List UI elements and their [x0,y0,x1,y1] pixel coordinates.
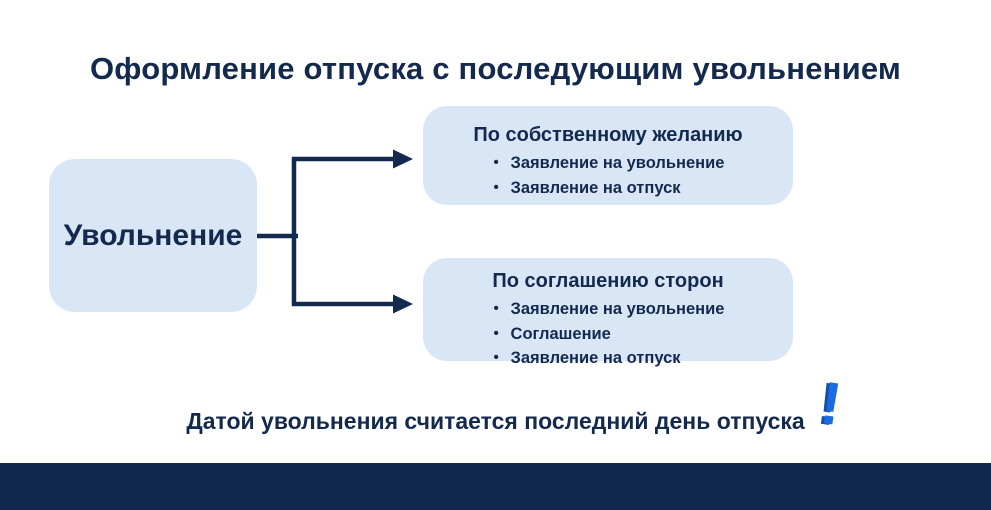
exclamation-icon: ! [816,368,846,439]
bullet-list: Заявление на увольнение Соглашение Заявл… [492,297,725,371]
bullet-list: Заявление на увольнение Заявление на отп… [492,151,725,200]
footer-note-text: Датой увольнения считается последний ден… [186,408,805,434]
footer-bar [0,463,991,510]
bullet-item: Заявление на отпуск [492,346,725,371]
bullet-item: Заявление на увольнение [492,297,725,322]
root-node-label: Увольнение [63,218,243,252]
branch-header: По собственному желанию [473,124,743,146]
page-title: Оформление отпуска с последующим увольне… [89,51,902,86]
footer-note: Датой увольнения считается последний ден… [0,369,991,438]
connector-branch-lines [291,156,396,307]
bullet-item: Соглашение [492,322,725,347]
arrowhead-top-icon [393,149,413,169]
branch-box-voluntary: По собственному желанию Заявление на уво… [423,106,793,205]
root-node-box: Увольнение [49,159,257,312]
bullet-item: Заявление на увольнение [492,151,725,176]
arrowhead-bottom-icon [393,294,413,314]
bullet-item: Заявление на отпуск [492,176,725,201]
branch-header: По соглашению сторон [492,270,724,292]
branch-box-agreement: По соглашению сторон Заявление на увольн… [423,258,793,370]
footer-note-inner: Датой увольнения считается последний ден… [186,369,845,438]
